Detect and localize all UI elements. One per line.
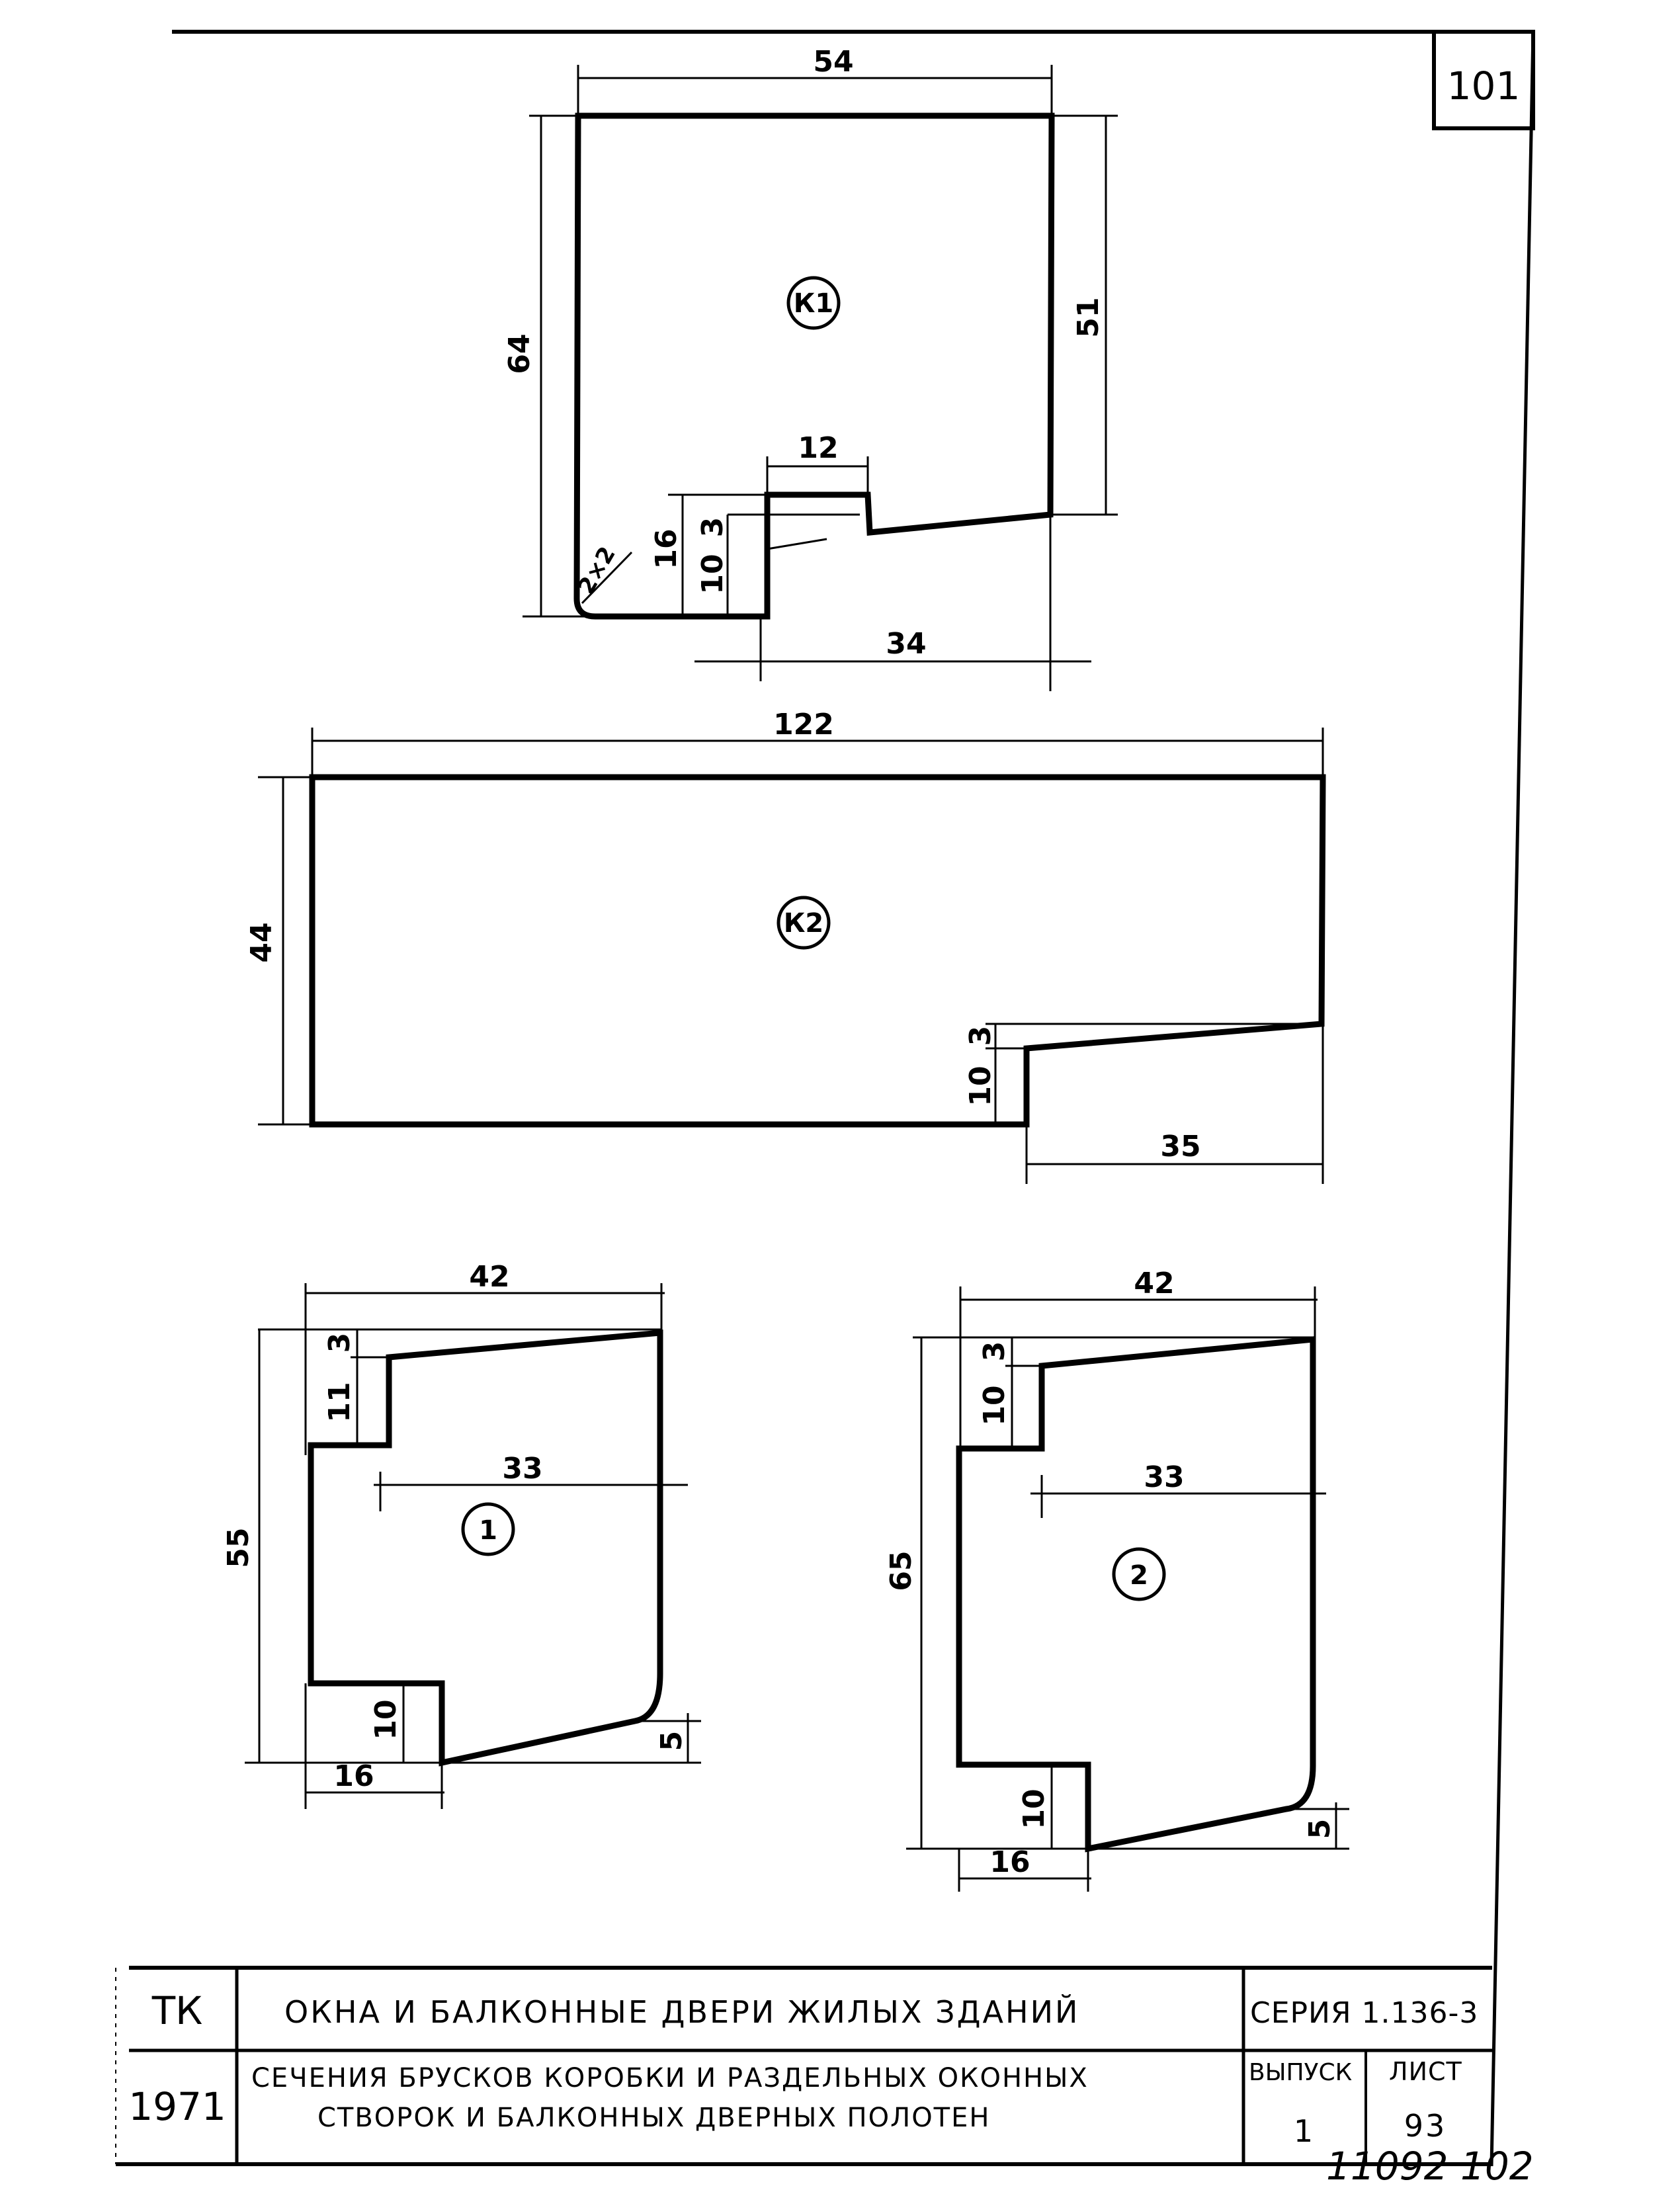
k1-dim-height-left: 64	[503, 333, 536, 374]
s1-label-circle	[461, 1502, 515, 1556]
s2-label: 2	[1130, 1560, 1148, 1591]
s2-dim-height: 65	[884, 1550, 918, 1591]
s1-dim-rebate-height: 11	[323, 1382, 357, 1422]
s2-outline	[956, 1336, 1316, 1853]
handwritten-number: 11092 102	[1326, 2144, 1534, 2188]
k2-dim-width: 122	[773, 708, 834, 741]
k2-label: К2	[784, 908, 824, 939]
s1-dim-bottom-slope: 5	[655, 1731, 689, 1751]
tb-series: СЕРИЯ 1.136-3	[1250, 1996, 1478, 2030]
tb-year: 1971	[128, 2084, 226, 2129]
s1-dim-inner-width: 33	[502, 1452, 542, 1486]
s2-dim-inner-width: 33	[1144, 1460, 1184, 1494]
page-number: 101	[1447, 63, 1521, 108]
tb-sheet-value: 93	[1404, 2108, 1447, 2144]
s2-dim-width: 42	[1134, 1267, 1174, 1300]
section-2: 2 42 65 3 10 33 10 16 5	[884, 1267, 1349, 1892]
s1-dim-height: 55	[222, 1527, 255, 1568]
tb-issue-label: ВЫПУСК	[1249, 2059, 1352, 2086]
k1-label: К1	[794, 288, 834, 319]
section-1: 1 42 55 3 11 33 10 16 5	[222, 1260, 701, 1809]
s1-label: 1	[479, 1515, 497, 1546]
s1-dim-top-step: 3	[323, 1333, 357, 1353]
s1-dim-bottom-width: 16	[333, 1759, 374, 1793]
section-k2: К2 122 44 3 10 35	[245, 708, 1326, 1184]
s2-dim-bottom-width: 16	[989, 1845, 1030, 1879]
k2-outline	[309, 774, 1326, 1128]
s2-dim-lines	[906, 1286, 1349, 1892]
s1-dim-bottom-step: 10	[369, 1699, 403, 1740]
k1-dim-lines	[523, 65, 1118, 691]
title-block	[115, 1966, 1492, 2166]
section-k1: К1 54 64 51 12 16 3 10 34 2×2	[503, 45, 1118, 691]
s2-dim-bottom-slope: 5	[1303, 1819, 1337, 1839]
s2-label-circle	[1112, 1547, 1166, 1601]
s1-dim-lines	[245, 1283, 701, 1809]
k1-dim-width: 54	[813, 45, 853, 79]
k1-dim-step-width: 12	[798, 431, 838, 465]
s1-dim-width: 42	[469, 1260, 509, 1294]
tb-subtitle-line2: СТВОРОК И БАЛКОННЫХ ДВЕРНЫХ ПОЛОТЕН	[317, 2103, 990, 2133]
s2-dim-rebate-height: 10	[978, 1385, 1011, 1425]
tb-issue-value: 1	[1294, 2113, 1315, 2149]
tb-title: ОКНА И БАЛКОННЫЕ ДВЕРИ ЖИЛЫХ ЗДАНИЙ	[284, 1994, 1079, 2030]
tb-sheet-label: ЛИСТ	[1389, 2057, 1462, 2086]
k2-dim-step-height: 3	[964, 1026, 997, 1046]
s2-dim-bottom-step: 10	[1017, 1788, 1051, 1829]
k2-label-circle	[777, 896, 831, 950]
k1-dim-lower-height: 10	[696, 554, 730, 594]
k1-dim-height-right: 51	[1071, 297, 1105, 337]
tb-org: ТК	[151, 1988, 203, 2033]
page-number-box	[1432, 30, 1535, 130]
k1-dim-bottom-width: 34	[886, 627, 926, 661]
k2-dim-lines	[258, 728, 1324, 1184]
k1-dim-step-height: 3	[696, 517, 730, 538]
s1-outline	[308, 1329, 663, 1767]
tb-subtitle-line1: СЕЧЕНИЯ БРУСКОВ КОРОБКИ И РАЗДЕЛЬНЫХ ОКО…	[251, 2063, 1089, 2093]
k1-dim-total-lower: 16	[650, 528, 683, 569]
k1-label-circle	[786, 276, 841, 330]
k2-dim-bottom-width: 35	[1160, 1130, 1200, 1163]
s2-dim-top-step: 3	[978, 1341, 1011, 1362]
k2-dim-height: 44	[245, 922, 278, 962]
frame-right-line	[1490, 31, 1535, 2167]
sheet-frame	[172, 30, 1535, 2167]
k2-dim-lower-height: 10	[964, 1066, 997, 1106]
